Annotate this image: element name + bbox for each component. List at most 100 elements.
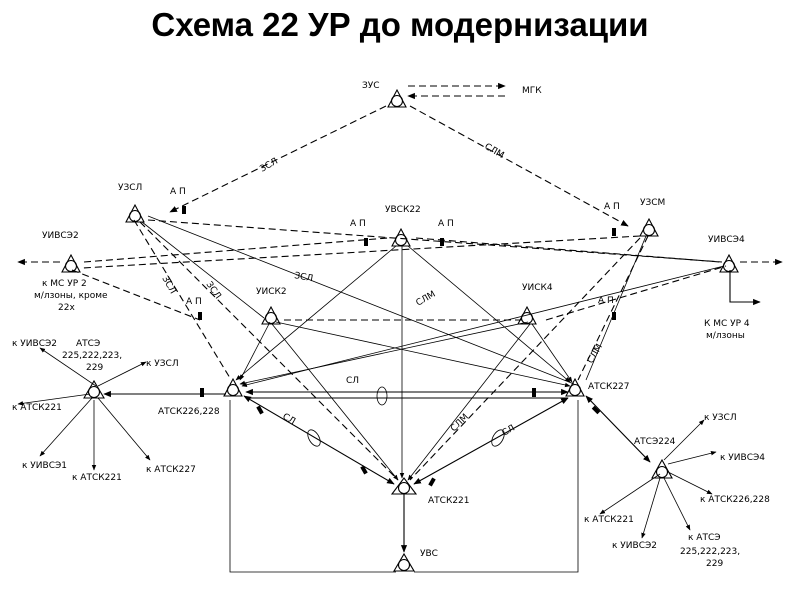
label-zsl3: ЗСЛ bbox=[159, 275, 177, 296]
label-k-atsk227: к АТСК227 bbox=[146, 465, 196, 475]
label-k-atsz-r: к АТСЭ bbox=[688, 533, 721, 543]
link-uzsl-uivsz4 bbox=[147, 219, 723, 263]
link-uisk4-atsk226 bbox=[239, 321, 529, 386]
link-uisk2-atsk221 bbox=[271, 323, 399, 481]
link-uisk4-atsk227 bbox=[531, 323, 573, 383]
label-zsl2: ЗСЛ bbox=[293, 271, 313, 284]
node-uvsk22: УВСК22 bbox=[385, 205, 421, 247]
link-atsk227-atsk221 bbox=[413, 397, 569, 485]
node-uzsm: УЗСМ bbox=[639, 198, 665, 237]
node-zus: ЗУС bbox=[362, 81, 407, 108]
link-uzsm-uivsz2 bbox=[81, 235, 641, 269]
label-to-ur2-3: 22х bbox=[58, 303, 75, 313]
link-atsz224-uivsz2 bbox=[641, 477, 661, 539]
node-uivsz2-label: УИВСЭ2 bbox=[42, 231, 79, 241]
node-atsk221-label: АТСК221 bbox=[428, 496, 470, 506]
label-to-ur4-1: К МС УР 4 bbox=[704, 319, 750, 329]
label-k-atsk221-b: к АТСК221 bbox=[72, 473, 122, 483]
node-uisk2-label: УИСК2 bbox=[256, 287, 287, 297]
link-atsz-uzsl bbox=[97, 361, 147, 387]
page-title: Схема 22 УР до модернизации bbox=[151, 6, 649, 43]
link-uivsz4-ur4 bbox=[729, 270, 761, 306]
label-k-atsz-r2: 225,222,223, bbox=[680, 547, 740, 557]
node-uisk4-label: УИСК4 bbox=[522, 283, 553, 293]
link-atsz224-atsk221 bbox=[599, 473, 661, 515]
link-uzsl-atsk221 bbox=[139, 221, 399, 481]
label-k-atsz-r3: 229 bbox=[706, 559, 723, 569]
label-ap4: А П bbox=[438, 219, 454, 229]
node-uzsl-label: УЗСЛ bbox=[118, 183, 142, 193]
node-atsk227: АТСК227 bbox=[565, 377, 630, 397]
label-k-uzsl-right: к УЗСЛ bbox=[704, 413, 737, 423]
label-to-ur4-2: м/лзоны bbox=[706, 331, 745, 341]
nodes: ЗУС МГК УЗСЛ УЗСМ УВСК22 УИВСЭ2 УИВСЭ4 bbox=[42, 81, 745, 572]
label-ap2: А П bbox=[604, 202, 620, 212]
switch-marks bbox=[182, 206, 616, 487]
link-atsz224-uzsl bbox=[663, 419, 705, 461]
link-uisk2-atsk226 bbox=[239, 321, 271, 381]
link-atsz224-atsz bbox=[663, 477, 691, 531]
node-uisk4: УИСК4 bbox=[517, 283, 553, 325]
node-uvs-label: УВС bbox=[420, 549, 438, 559]
label-k-atsk226: к АТСК226,228 bbox=[700, 495, 770, 505]
link-atsz224-uivsz4 bbox=[667, 451, 717, 465]
link-atsk226-atsk221 bbox=[243, 395, 395, 485]
link-uzsm-atsk227-solid bbox=[585, 235, 647, 381]
label-ap3: А П bbox=[350, 219, 366, 229]
label-to-ur2-2: м/лзоны, кроме bbox=[34, 291, 108, 301]
link-atsz-uivsz1 bbox=[39, 397, 93, 457]
label-k-uivsz2-r: к УИВСЭ2 bbox=[612, 541, 657, 551]
link-atsk227-uvs bbox=[414, 400, 579, 573]
node-atsk221: АТСК221 bbox=[390, 477, 470, 506]
label-ap6: А П bbox=[598, 296, 614, 306]
node-atsk227-label: АТСК227 bbox=[588, 382, 630, 392]
node-atsz-nums: 225,222,223, bbox=[62, 351, 122, 361]
label-sl1: СЛ bbox=[346, 376, 359, 386]
link-atsz-atsk221 bbox=[17, 393, 91, 406]
link-uzsl-atsk226 bbox=[133, 219, 231, 379]
link-atsk226-uvs bbox=[229, 400, 396, 573]
label-ap5: А П bbox=[186, 297, 202, 307]
link-uvsk22-atsk226 bbox=[235, 245, 397, 381]
node-atsz224-label: АТСЭ224 bbox=[634, 437, 676, 447]
label-slm3: СЛМ bbox=[449, 412, 471, 434]
link-atsz224-atsk226 bbox=[667, 471, 713, 495]
node-atsz: АТСЭ 225,222,223, 229 bbox=[62, 339, 122, 399]
link-atsz-uivsz2 bbox=[39, 347, 97, 387]
link-uvsk22-uivsz4 bbox=[415, 237, 721, 263]
label-sl2: СЛ bbox=[281, 412, 297, 427]
label-k-atsk221-left: к АТСК221 bbox=[12, 403, 62, 413]
node-uzsl: УЗСЛ bbox=[118, 183, 145, 223]
node-atsz224: АТСЭ224 bbox=[634, 437, 676, 479]
label-slm2: СЛМ bbox=[415, 290, 438, 309]
link-uivsz2-uvsk22 bbox=[83, 237, 389, 263]
link-uzsl-atsk227 bbox=[147, 215, 575, 385]
link-uivsz2-uisk2 bbox=[71, 269, 201, 321]
link-atsk227-atsz224 bbox=[585, 395, 651, 463]
link-uivsz4-atsk226 bbox=[241, 265, 725, 387]
label-sl3: СЛ bbox=[501, 423, 517, 438]
label-k-uivsz4: к УИВСЭ4 bbox=[720, 453, 765, 463]
link-uisk4-atsk221 bbox=[407, 323, 531, 481]
link-uisk4-uivsz4 bbox=[545, 265, 727, 321]
links bbox=[17, 82, 783, 573]
node-uivsz4: УИВСЭ4 bbox=[708, 235, 745, 273]
link-zus-uzsl bbox=[169, 105, 387, 213]
node-uivsz4-label: УИВСЭ4 bbox=[708, 235, 745, 245]
node-atsz-label: АТСЭ bbox=[76, 339, 100, 349]
label-k-uivsz1: к УИВСЭ1 bbox=[22, 461, 67, 471]
node-uvs: УВС bbox=[393, 549, 438, 572]
node-uisk2: УИСК2 bbox=[256, 287, 287, 325]
link-uvsk22-atsk227 bbox=[407, 245, 571, 383]
label-ap1: А П bbox=[170, 187, 186, 197]
node-uvsk22-label: УВСК22 bbox=[385, 205, 421, 215]
node-zus-label: ЗУС bbox=[362, 81, 380, 91]
node-mgk-label: МГК bbox=[522, 86, 542, 96]
label-to-ur2-1: к МС УР 2 bbox=[42, 279, 87, 289]
link-zus-uzsm bbox=[409, 105, 629, 227]
node-uivsz2: УИВСЭ2 bbox=[42, 231, 81, 273]
node-atsz-nums2: 229 bbox=[86, 363, 103, 373]
link-atsz-atsk227 bbox=[97, 397, 151, 461]
link-uzsl-uisk2 bbox=[141, 221, 265, 319]
label-k-uivsz2: к УИВСЭ2 bbox=[12, 339, 57, 349]
